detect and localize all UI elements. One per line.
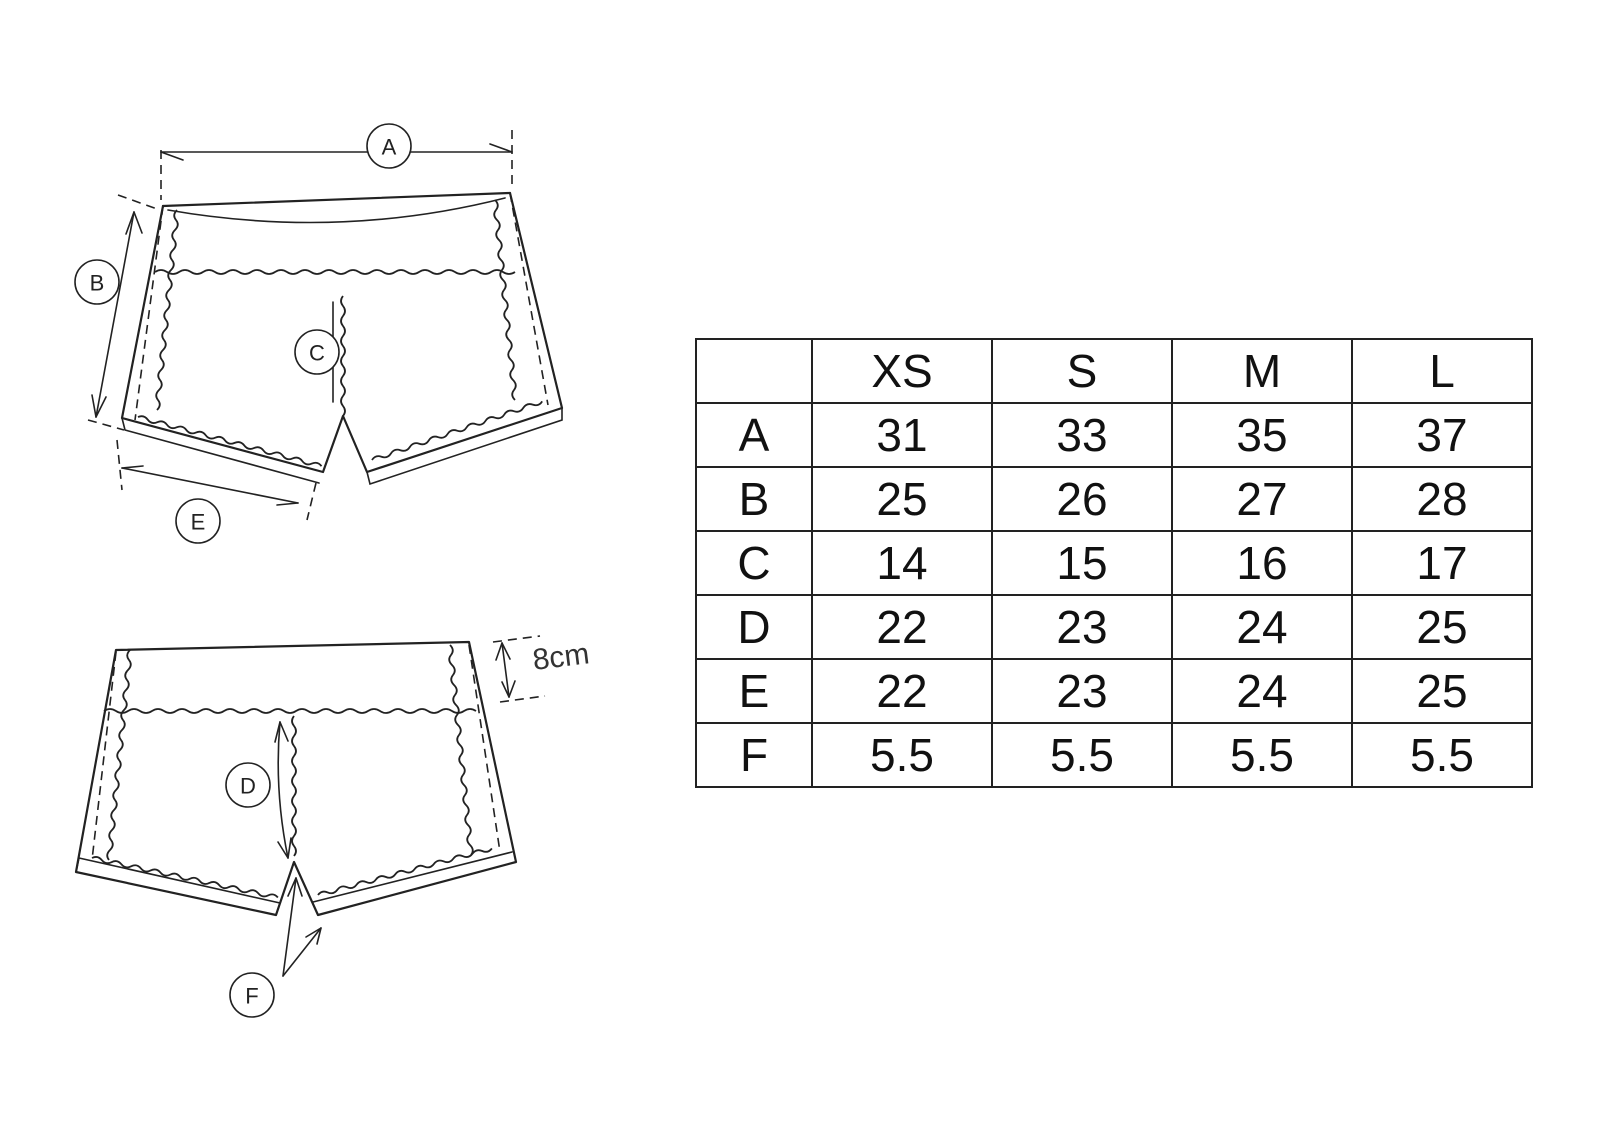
table-cell: 24 bbox=[1171, 658, 1353, 724]
table-cell: 17 bbox=[1351, 530, 1533, 596]
row-label: E bbox=[695, 658, 813, 724]
waistband-height-label: 8cm bbox=[531, 637, 591, 677]
callout-e-label: E bbox=[191, 510, 206, 535]
table-cell: 31 bbox=[811, 402, 993, 468]
table-cell: 15 bbox=[991, 530, 1173, 596]
table-cell: 5.5 bbox=[1171, 722, 1353, 788]
table-cell: 23 bbox=[991, 594, 1173, 660]
table-cell: 37 bbox=[1351, 402, 1533, 468]
shorts-back-view bbox=[74, 635, 546, 977]
table-cell: 26 bbox=[991, 466, 1173, 532]
table-header-m: M bbox=[1171, 338, 1353, 404]
callout-b-label: B bbox=[90, 271, 105, 296]
row-label: C bbox=[695, 530, 813, 596]
callout-a-label: A bbox=[382, 135, 397, 160]
table-cell: 5.5 bbox=[1351, 722, 1533, 788]
table-cell: 25 bbox=[811, 466, 993, 532]
row-label: F bbox=[695, 722, 813, 788]
table-row: F 5.5 5.5 5.5 5.5 bbox=[695, 722, 1533, 788]
callout-d: D bbox=[225, 762, 271, 808]
callout-a: A bbox=[366, 123, 412, 169]
callout-e: E bbox=[175, 498, 221, 544]
table-header-row: XS S M L bbox=[695, 338, 1533, 404]
callout-c: C bbox=[294, 329, 340, 375]
table-row: D 22 23 24 25 bbox=[695, 594, 1533, 660]
table-cell: 25 bbox=[1351, 594, 1533, 660]
callout-f: F bbox=[229, 972, 275, 1018]
table-cell: 35 bbox=[1171, 402, 1353, 468]
table-cell: 23 bbox=[991, 658, 1173, 724]
table-cell: 27 bbox=[1171, 466, 1353, 532]
table-cell: 22 bbox=[811, 594, 993, 660]
callout-d-label: D bbox=[240, 774, 256, 799]
shorts-front-view bbox=[87, 130, 564, 521]
table-row: A 31 33 35 37 bbox=[695, 402, 1533, 468]
table-cell: 14 bbox=[811, 530, 993, 596]
table-cell: 5.5 bbox=[991, 722, 1173, 788]
table-cell: 16 bbox=[1171, 530, 1353, 596]
table-row: E 22 23 24 25 bbox=[695, 658, 1533, 724]
size-chart-table: XS S M L A 31 33 35 37 B 25 26 27 28 C 1… bbox=[695, 338, 1533, 788]
table-row: C 14 15 16 17 bbox=[695, 530, 1533, 596]
table-header-l: L bbox=[1351, 338, 1533, 404]
row-label: B bbox=[695, 466, 813, 532]
row-label: A bbox=[695, 402, 813, 468]
table-row: B 25 26 27 28 bbox=[695, 466, 1533, 532]
callout-b: B bbox=[74, 259, 120, 305]
table-header-s: S bbox=[991, 338, 1173, 404]
table-cell: 33 bbox=[991, 402, 1173, 468]
table-header-xs: XS bbox=[811, 338, 993, 404]
row-label: D bbox=[695, 594, 813, 660]
table-cell: 24 bbox=[1171, 594, 1353, 660]
callout-f-label: F bbox=[245, 984, 258, 1009]
callout-c-label: C bbox=[309, 341, 325, 366]
table-cell: 25 bbox=[1351, 658, 1533, 724]
table-header-corner bbox=[695, 338, 813, 404]
table-cell: 28 bbox=[1351, 466, 1533, 532]
table-cell: 5.5 bbox=[811, 722, 993, 788]
table-cell: 22 bbox=[811, 658, 993, 724]
